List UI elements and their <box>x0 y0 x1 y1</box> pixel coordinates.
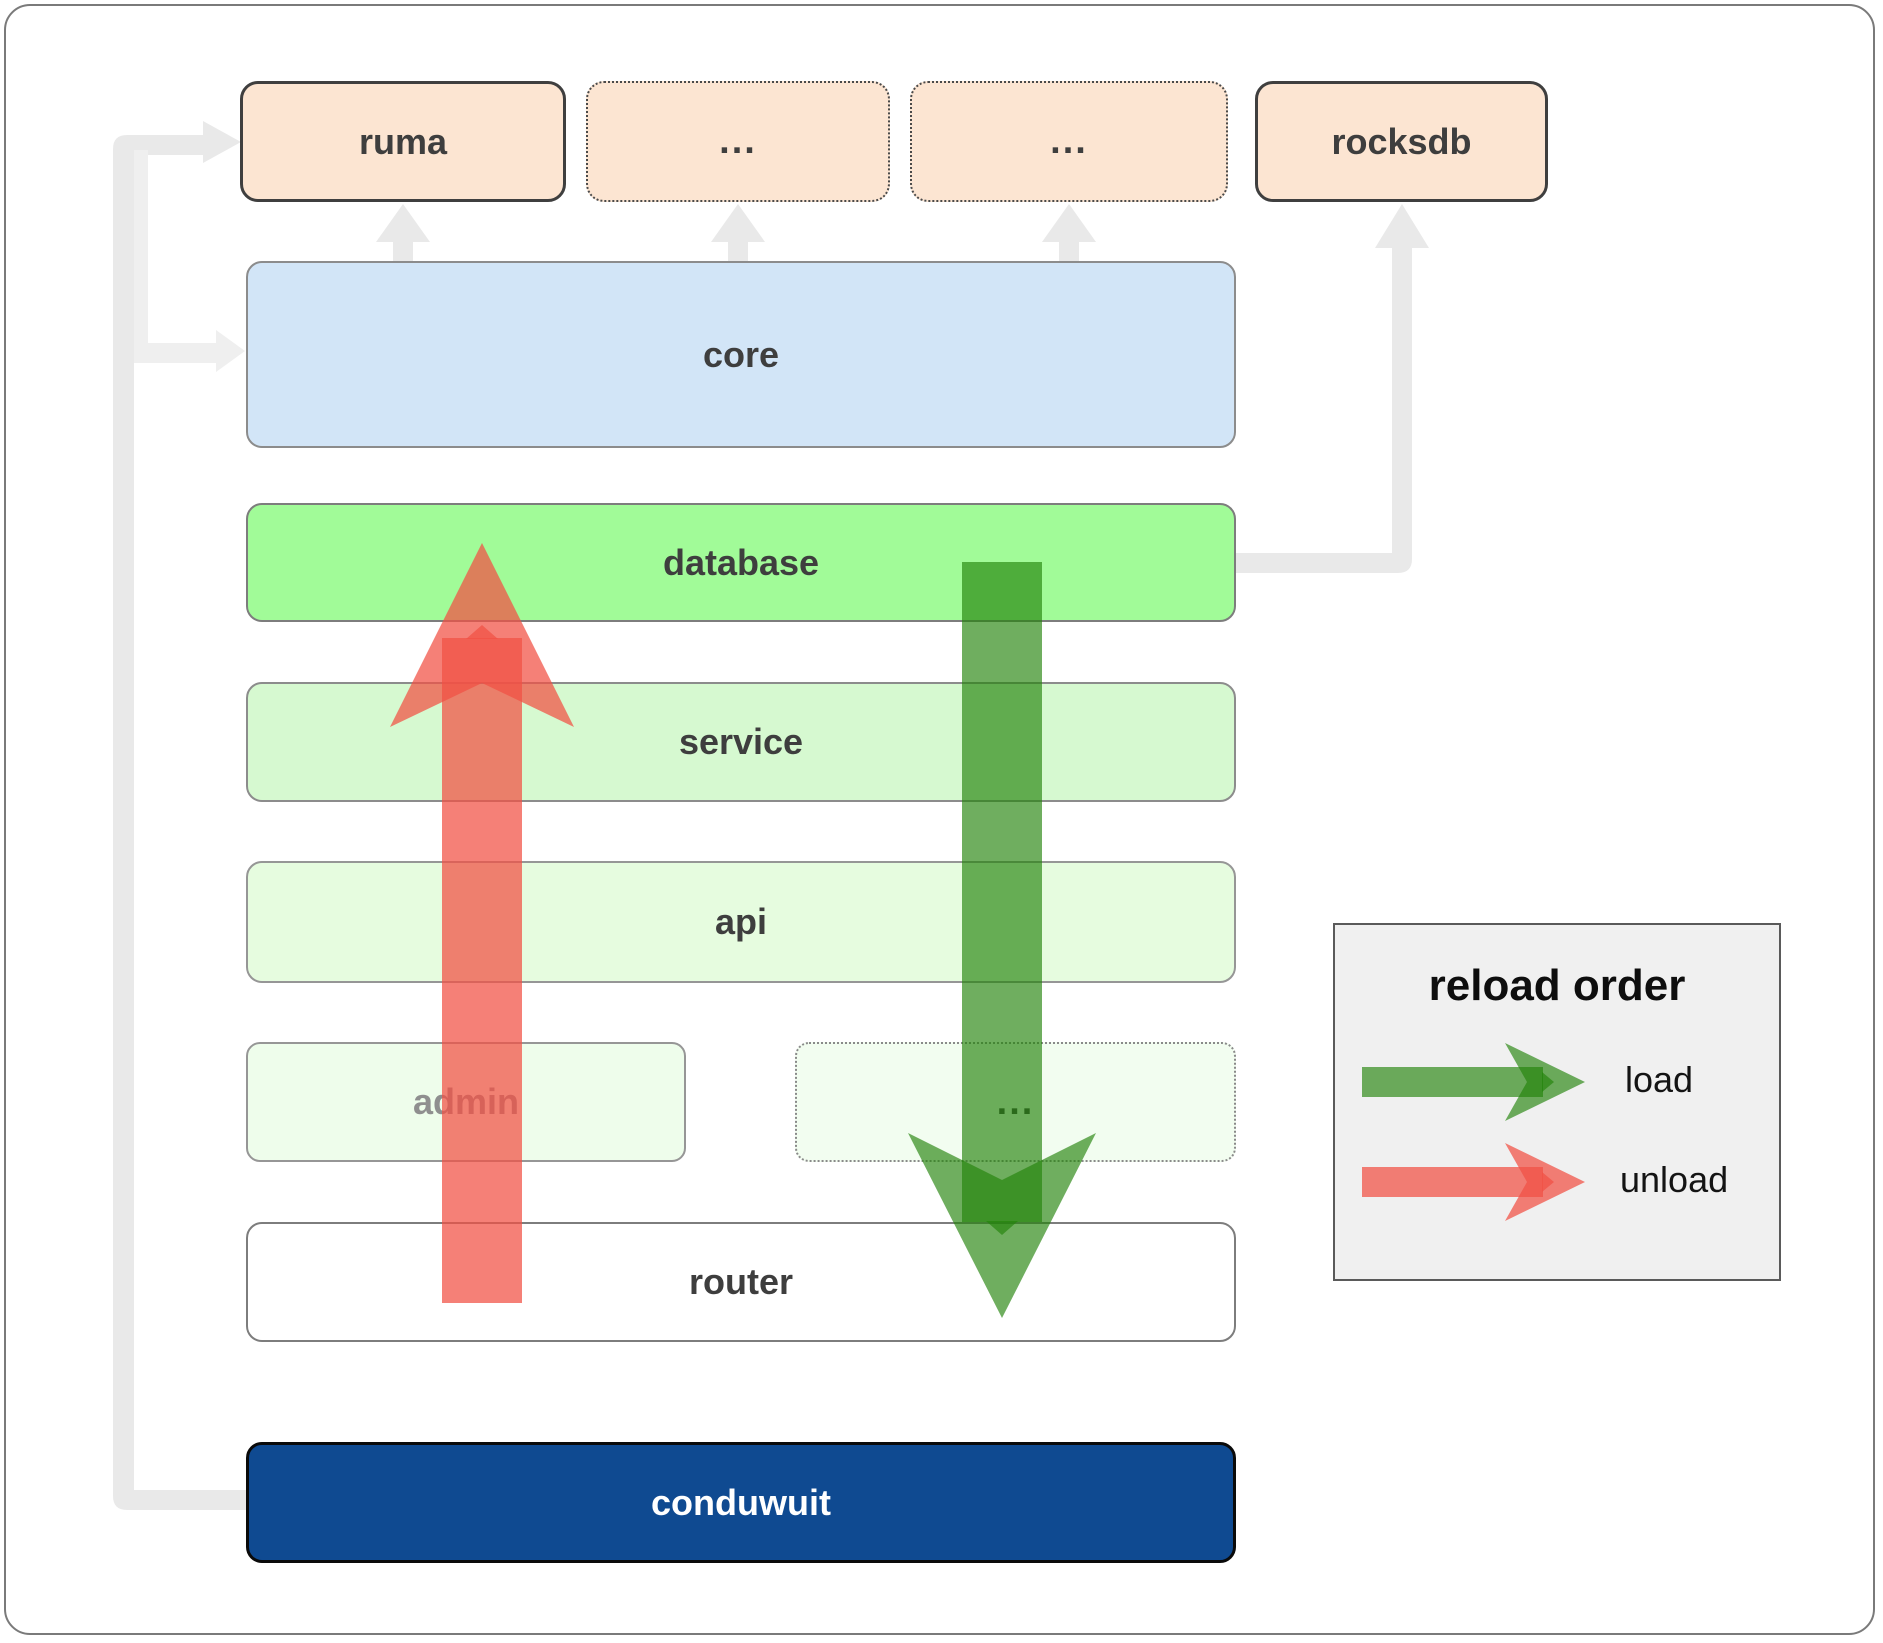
node-ellipsis-mid-label: ... <box>996 1080 1035 1123</box>
node-ellipsis-top-2-label: ... <box>1050 120 1088 162</box>
legend-title: reload order <box>1428 961 1686 1010</box>
node-api: api <box>246 861 1236 983</box>
node-conduwuit: conduwuit <box>246 1442 1236 1563</box>
node-ellipsis-top-1-label: ... <box>719 120 757 162</box>
legend-box: reload order <box>1333 923 1781 1281</box>
node-database-label: database <box>662 541 820 583</box>
node-router-label: router <box>688 1261 793 1302</box>
node-ellipsis-top-2: ... <box>910 81 1228 202</box>
node-service-label: service <box>678 721 804 762</box>
node-ellipsis-top-1: ... <box>586 81 890 202</box>
node-admin-label: admin <box>412 1081 519 1122</box>
node-ruma: ruma <box>240 81 566 202</box>
node-rocksdb-label: rocksdb <box>1331 120 1472 162</box>
node-core-label: core <box>702 333 780 375</box>
node-api-label: api <box>714 901 767 942</box>
legend-unload-label: unload <box>1620 1159 1729 1200</box>
node-router: router <box>246 1222 1236 1342</box>
node-rocksdb: rocksdb <box>1255 81 1548 202</box>
outer-frame <box>4 4 1875 1635</box>
node-admin: admin <box>246 1042 686 1162</box>
node-ruma-label: ruma <box>358 120 448 162</box>
node-service: service <box>246 682 1236 802</box>
node-conduwuit-label: conduwuit <box>651 1481 831 1523</box>
legend-load-label: load <box>1625 1059 1694 1100</box>
node-database: database <box>246 503 1236 622</box>
node-ellipsis-mid: ... <box>795 1042 1236 1162</box>
node-core: core <box>246 261 1236 448</box>
